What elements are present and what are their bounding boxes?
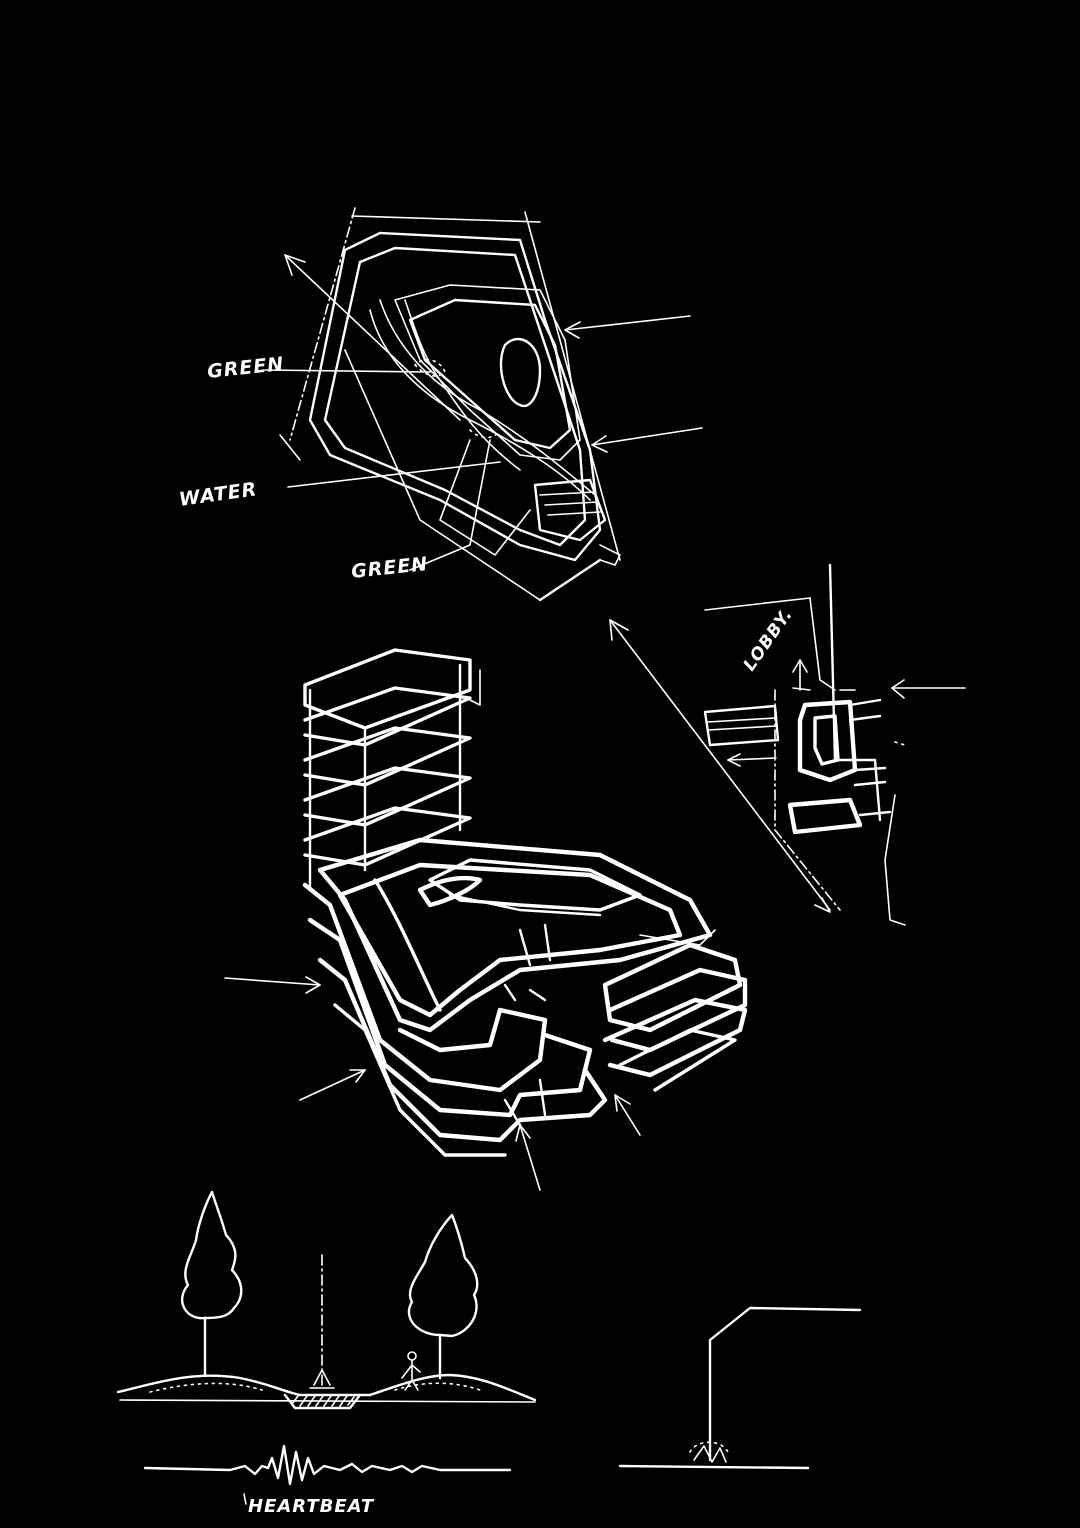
lobby-detail-sketch xyxy=(703,563,966,926)
water-label: WATER xyxy=(178,478,259,511)
entry-section-sketch xyxy=(618,1306,862,1470)
lobby-label: LOBBY. xyxy=(740,605,797,675)
site-plan-sketch xyxy=(264,207,703,602)
tower-axonometric-sketch xyxy=(224,619,831,1191)
green-label-bottom: GREEN xyxy=(350,553,429,583)
green-label-top: GREEN xyxy=(206,353,285,383)
landscape-section-sketch xyxy=(116,1190,537,1505)
heartbeat-label: HEARTBEAT xyxy=(248,1496,375,1517)
